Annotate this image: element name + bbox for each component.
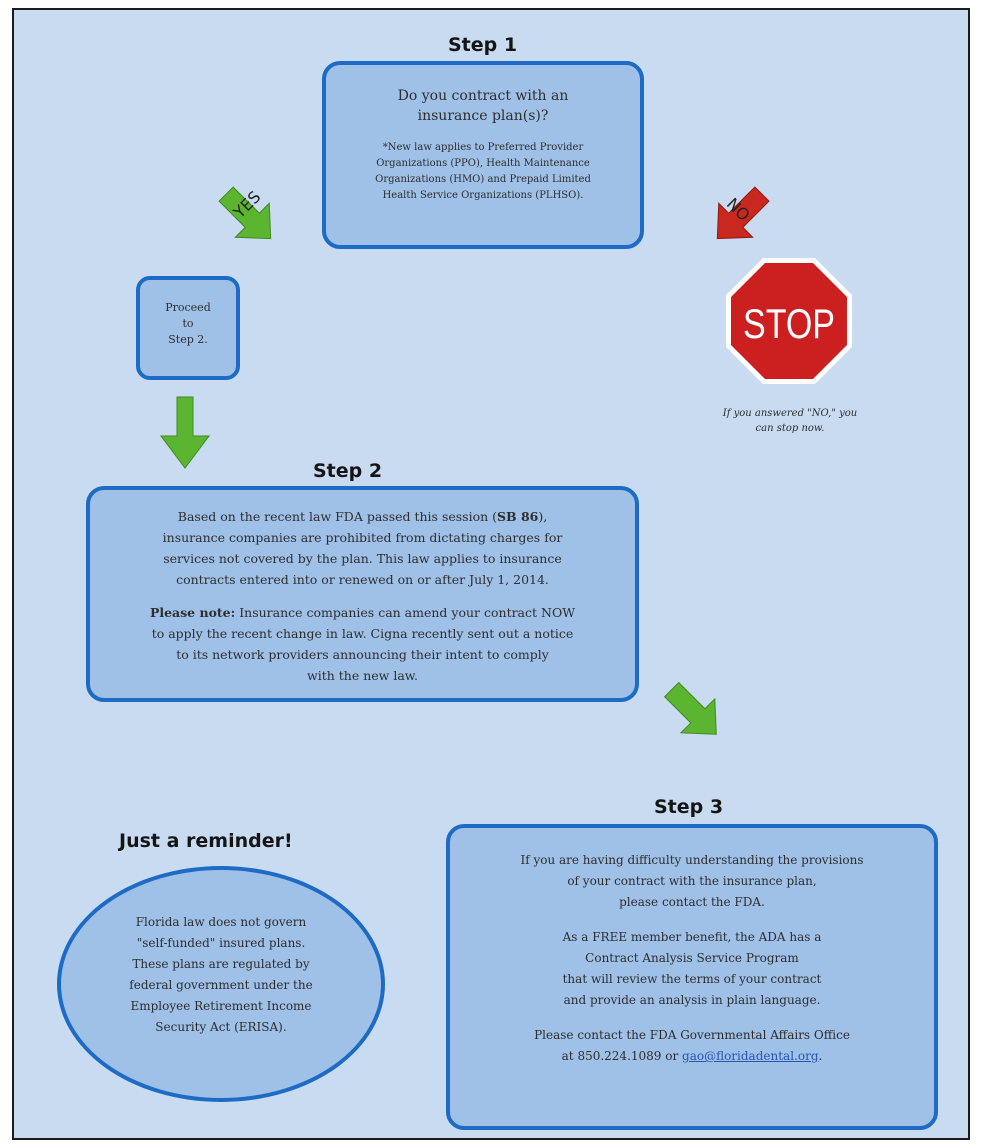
step2-box: Based on the recent law FDA passed this … [86, 486, 639, 702]
step3-p2-line2: Contract Analysis Service Program [585, 951, 799, 965]
stop-caption-line1: If you answered "NO," you [722, 408, 858, 419]
reminder-line6: Security Act (ERISA). [155, 1020, 287, 1034]
step1-note-line3: Organizations (HMO) and Prepaid Limited [375, 174, 591, 185]
step3-p3-line2: at 850.224.1089 or gao@floridadental.org… [561, 1049, 823, 1063]
step3-paragraph2: As a FREE member benefit, the ADA has a … [450, 927, 934, 1011]
step2-p1-line2: insurance companies are prohibited from … [162, 530, 563, 545]
step2-p2-line2: to apply the recent change in law. Cigna… [151, 626, 574, 641]
stop-caption: If you answered "NO," you can stop now. [690, 406, 890, 436]
step3-p2-line1: As a FREE member benefit, the ADA has a [562, 930, 822, 944]
step2-p1-line3: services not covered by the plan. This l… [163, 551, 562, 566]
step2-p1-line4: contracts entered into or renewed on or … [176, 572, 549, 587]
step2-paragraph1: Based on the recent law FDA passed this … [90, 506, 635, 590]
step2-p1-line1: Based on the recent law FDA passed this … [177, 509, 548, 524]
stop-caption-line2: can stop now. [755, 423, 825, 434]
proceed-box: Proceed to Step 2. [136, 276, 240, 380]
step3-p2-line3: that will review the terms of your contr… [562, 972, 822, 986]
step3-p2-line4: and provide an analysis in plain languag… [563, 993, 821, 1007]
step1-box: Do you contract with an insurance plan(s… [322, 61, 644, 249]
proceed-line2: to [182, 317, 194, 330]
step1-note: *New law applies to Preferred Provider O… [326, 140, 640, 204]
reminder-heading: Just a reminder! [119, 830, 293, 852]
step3-paragraph1: If you are having difficulty understandi… [450, 850, 934, 913]
stop-sign-text: STOP [743, 300, 835, 347]
step3-paragraph3: Please contact the FDA Governmental Affa… [450, 1025, 934, 1067]
step1-note-line2: Organizations (PPO), Health Maintenance [376, 158, 590, 169]
step3-p1-line3: please contact the FDA. [619, 895, 765, 909]
step3-p3-line1: Please contact the FDA Governmental Affa… [534, 1028, 850, 1042]
reminder-ellipse: Florida law does not govern "self-funded… [57, 866, 385, 1102]
step2-p2-line4: with the new law. [307, 668, 418, 683]
step1-note-line4: Health Service Organizations (PLHSO). [382, 190, 584, 201]
step3-box: If you are having difficulty understandi… [446, 824, 938, 1130]
fda-email-link[interactable]: gao@floridadental.org [682, 1049, 819, 1063]
reminder-line2: "self-funded" insured plans. [136, 936, 306, 950]
step3-heading: Step 3 [654, 796, 724, 818]
step1-question-line2: insurance plan(s)? [417, 108, 549, 124]
step2-p2-line3: to its network providers announcing thei… [176, 647, 549, 662]
step2-p2-line1: Please note: Insurance companies can ame… [149, 605, 576, 620]
reminder-line3: These plans are regulated by [132, 957, 310, 971]
step1-question: Do you contract with an insurance plan(s… [326, 86, 640, 126]
proceed-line3: Step 2. [168, 333, 208, 346]
step3-p1-line1: If you are having difficulty understandi… [520, 853, 864, 867]
reminder-line1: Florida law does not govern [135, 915, 307, 929]
step2-heading: Step 2 [313, 460, 383, 482]
step1-heading: Step 1 [448, 34, 518, 56]
reminder-line5: Employee Retirement Income [130, 999, 312, 1013]
proceed-line1: Proceed [165, 301, 211, 314]
step1-note-line1: *New law applies to Preferred Provider [382, 142, 584, 153]
reminder-line4: federal government under the [129, 978, 313, 992]
step1-question-line1: Do you contract with an [397, 88, 569, 104]
step2-paragraph2: Please note: Insurance companies can ame… [90, 602, 635, 686]
step3-p1-line2: of your contract with the insurance plan… [567, 874, 817, 888]
